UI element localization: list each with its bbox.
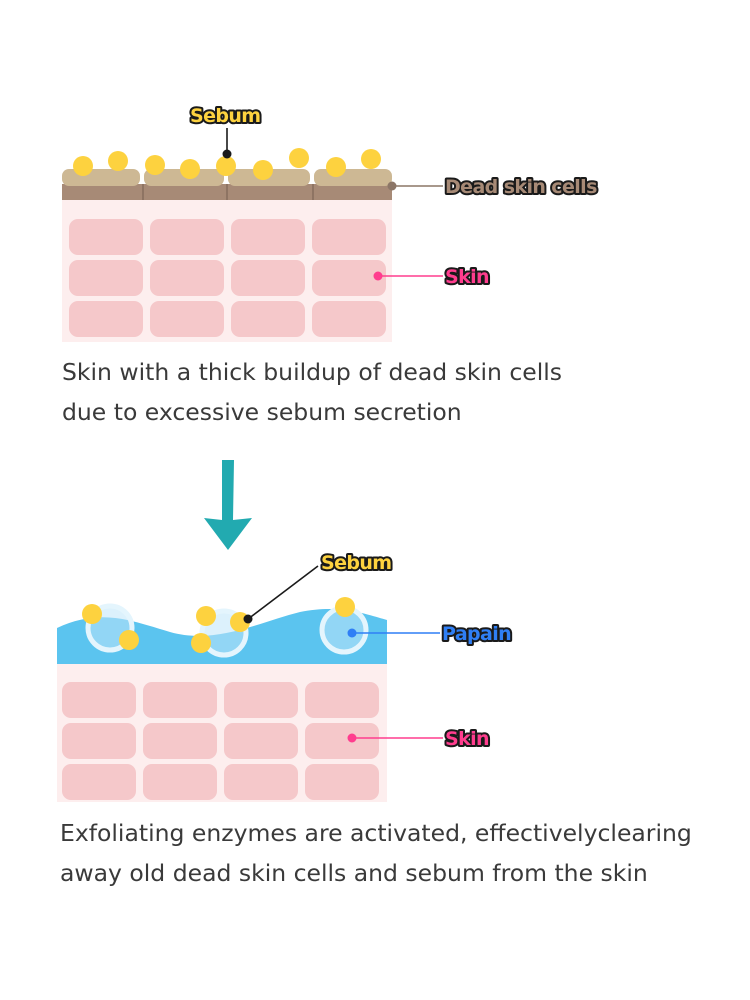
dead-skin-dark-block: [312, 184, 314, 200]
sebum-dot: [73, 156, 93, 176]
skin-cell: [150, 260, 224, 296]
down-arrow-icon: [204, 460, 252, 550]
skin-cell: [150, 301, 224, 337]
skin-cell: [224, 723, 298, 759]
callout-dot: [347, 628, 357, 638]
dead-skin-light-block: [144, 169, 224, 186]
dead-skin-dark-block: [142, 184, 144, 200]
top-skin-callout: Skin: [373, 264, 492, 290]
sebum-dot: [196, 606, 216, 626]
skin-cell: [224, 682, 298, 718]
skin-cell: [143, 764, 217, 800]
bottom-caption-line-2: away old dead skin cells and sebum from …: [60, 859, 648, 887]
skin-cell: [69, 260, 143, 296]
bottom-skin-panel: Sebum Papain Skin: [57, 550, 514, 802]
papain-layer: [57, 603, 387, 664]
skin-cell: [312, 301, 386, 337]
skin-cell: [224, 764, 298, 800]
top-skin-panel: Sebum Dead skin cells Skin: [62, 103, 600, 342]
bottom-sebum-label: Sebum: [321, 552, 392, 574]
callout-line: [247, 565, 319, 620]
sebum-dot: [180, 159, 200, 179]
skin-cell: [231, 219, 305, 255]
dead-skin-callout: Dead skin cells: [387, 174, 600, 200]
top-caption-line-2: due to excessive sebum secretion: [62, 398, 462, 426]
top-sebum-callout: Sebum: [188, 103, 263, 159]
bottom-skin-cells: [62, 682, 379, 800]
bottom-skin-label: Skin: [445, 728, 489, 750]
callout-dot: [347, 733, 357, 743]
dead-skin-label: Dead skin cells: [445, 176, 597, 198]
skin-cell: [69, 301, 143, 337]
bottom-sebum-callout: Sebum: [243, 550, 394, 624]
skin-cell: [312, 260, 386, 296]
top-skin-cells: [69, 219, 386, 337]
skin-cell: [231, 260, 305, 296]
skin-cell: [305, 723, 379, 759]
dead-skin-light-block: [62, 169, 140, 186]
skin-cell: [62, 682, 136, 718]
sebum-dot: [191, 633, 211, 653]
sebum-dot: [335, 597, 355, 617]
skin-cell: [312, 219, 386, 255]
skin-cell: [62, 764, 136, 800]
papain-label: Papain: [442, 623, 511, 645]
sebum-dot: [326, 157, 346, 177]
callout-dot: [373, 271, 383, 281]
sebum-dot: [108, 151, 128, 171]
sebum-dot: [289, 148, 309, 168]
skin-cell: [150, 219, 224, 255]
sebum-dot: [216, 156, 236, 176]
papain-callout: Papain: [347, 621, 514, 647]
skin-cell: [143, 682, 217, 718]
sebum-dot: [253, 160, 273, 180]
top-sebum-label: Sebum: [190, 105, 261, 127]
callout-dot: [387, 181, 397, 191]
bottom-skin-callout: Skin: [347, 726, 492, 752]
skin-cell: [305, 682, 379, 718]
callout-dot: [243, 614, 253, 624]
sebum-dot: [119, 630, 139, 650]
skin-cell: [143, 723, 217, 759]
sebum-dot: [82, 604, 102, 624]
top-caption-line-1: Skin with a thick buildup of dead skin c…: [62, 358, 563, 386]
skin-cell: [62, 723, 136, 759]
sebum-dot: [145, 155, 165, 175]
dead-skin-light-block: [314, 169, 392, 186]
dead-skin-dark-block: [226, 184, 228, 200]
bottom-sebum-dots: [82, 597, 355, 653]
bottom-caption-line-1: Exfoliating enzymes are activated, effec…: [60, 819, 692, 847]
top-skin-label: Skin: [445, 266, 489, 288]
bottom-caption: Exfoliating enzymes are activated, effec…: [60, 813, 692, 893]
top-sebum-dots: [73, 148, 381, 180]
skin-cell: [69, 219, 143, 255]
callout-dot: [222, 149, 232, 159]
sebum-dot: [361, 149, 381, 169]
top-caption: Skin with a thick buildup of dead skin c…: [62, 352, 562, 432]
skin-cell: [231, 301, 305, 337]
skin-cell: [305, 764, 379, 800]
